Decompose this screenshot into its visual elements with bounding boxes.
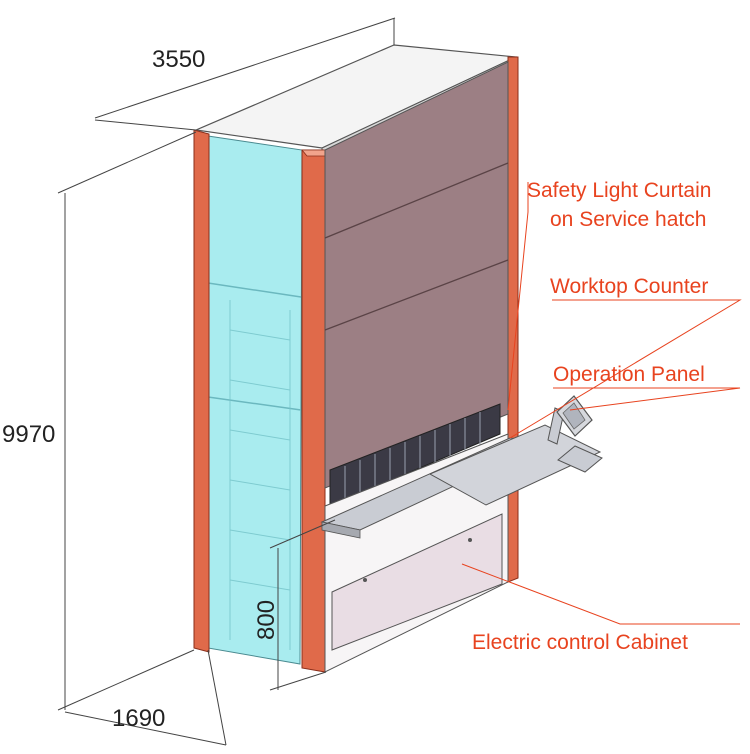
worktop-counter-edge — [321, 521, 361, 539]
front-panel-seam-1 — [324, 162, 509, 239]
cabinet-panel — [331, 513, 503, 651]
callout-light-curtain-line1: Safety Light Curtain — [527, 179, 711, 202]
callout-cabinet: Electric control Cabinet — [472, 631, 688, 654]
dimension-width: 3550 — [94, 17, 396, 131]
inner-rack — [229, 300, 291, 650]
dimension-height-label: 9970 — [2, 421, 55, 448]
dimension-depth: 1690 — [64, 649, 227, 746]
callout-light-curtain-line2: on Service hatch — [550, 208, 706, 231]
rear-left-post — [193, 129, 210, 653]
cabinet-screw-2 — [468, 538, 472, 542]
keyboard-tray — [557, 445, 603, 473]
callout-leaders — [461, 182, 742, 625]
cabinet-screw-1 — [363, 578, 367, 582]
dimension-counter-height: 800 — [253, 519, 336, 691]
callout-operation-panel: Operation Panel — [553, 363, 705, 386]
glass-seam-2 — [207, 396, 302, 411]
front-panel-seam-2 — [324, 259, 509, 331]
front-left-post — [301, 149, 326, 673]
side-glass-wall — [207, 135, 303, 665]
operation-panel-screen — [562, 402, 586, 430]
dimension-height: 9970 — [2, 131, 197, 711]
dimension-depth-label: 1690 — [112, 705, 165, 732]
glass-seam-1 — [207, 282, 302, 298]
callout-worktop: Worktop Counter — [550, 275, 708, 298]
dimension-width-label: 3550 — [152, 46, 205, 73]
access-opening — [329, 403, 501, 507]
opening-slats — [344, 412, 481, 500]
front-right-post — [507, 56, 519, 583]
dimension-counter-height-label: 800 — [253, 600, 280, 640]
front-upper-panel — [324, 61, 509, 489]
worktop-extension — [428, 424, 602, 506]
